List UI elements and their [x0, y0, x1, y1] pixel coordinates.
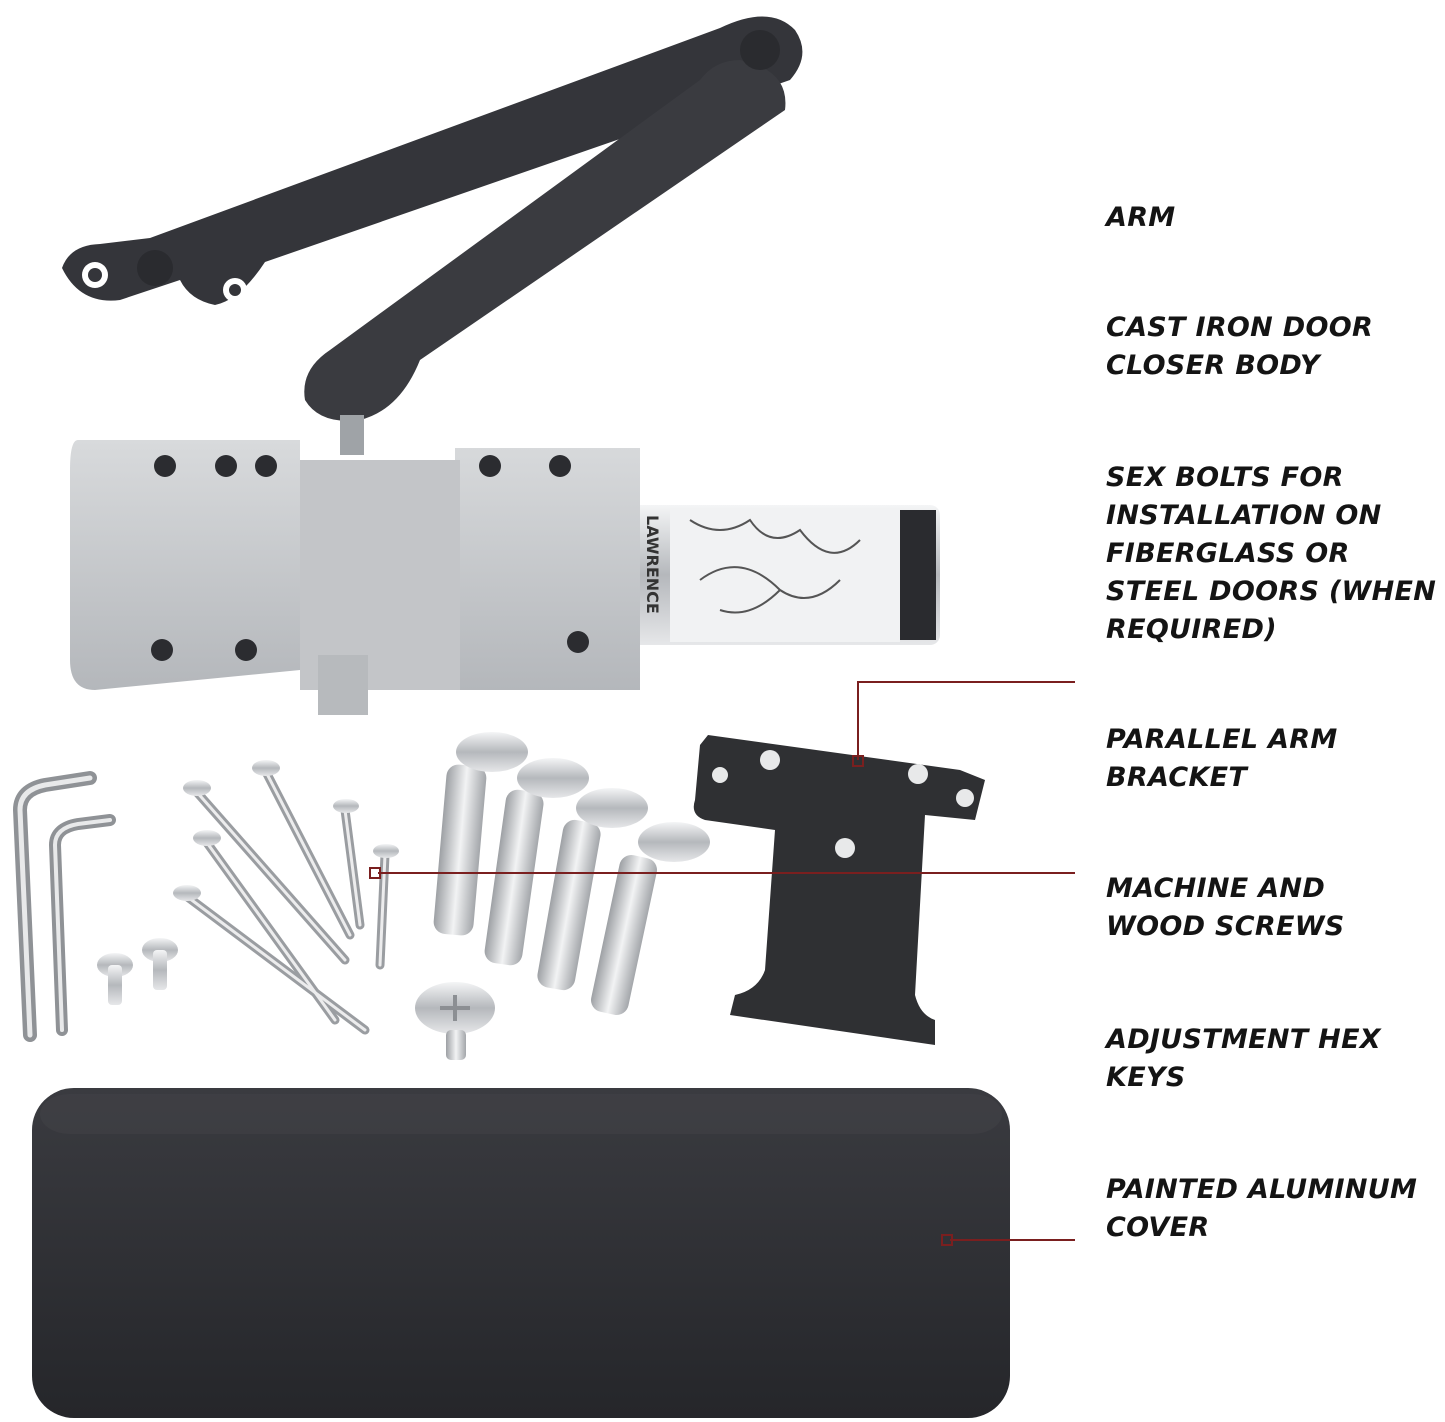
- label-arm: ARM: [1106, 202, 1176, 233]
- label-parallel-arm-bracket: PARALLEL ARM BRACKET: [1106, 724, 1338, 793]
- leader-marker-bracket: [852, 755, 864, 767]
- label-aluminum-cover: PAINTED ALUMINUM COVER: [1106, 1174, 1418, 1243]
- body-screw-heads: [151, 455, 589, 661]
- parallel-arm-bracket: [693, 735, 985, 1045]
- label-machine-wood-screws: MACHINE AND WOOD SCREWS: [1106, 873, 1345, 942]
- leader-line-bracket: [857, 681, 1075, 760]
- sex-bolts: [415, 732, 710, 1060]
- leader-lines: [369, 681, 1075, 1246]
- door-closer-body: LAWRENCE: [70, 440, 940, 715]
- hex-keys: [12, 771, 116, 1042]
- leader-marker-cover: [941, 1234, 953, 1246]
- bolt-cap: [415, 982, 495, 1060]
- brand-mark: LAWRENCE: [643, 515, 662, 614]
- leader-marker-screws: [369, 867, 381, 879]
- wood-and-machine-screws: [97, 760, 399, 1035]
- label-closer-body: CAST IRON DOOR CLOSER BODY: [1106, 312, 1374, 381]
- label-sex-bolts: SEX BOLTS FOR INSTALLATION ON FIBERGLASS…: [1106, 462, 1437, 645]
- door-closer-arm: [62, 16, 803, 455]
- painted-aluminum-cover: [32, 1088, 1010, 1418]
- label-hex-keys: ADJUSTMENT HEX KEYS: [1106, 1024, 1381, 1093]
